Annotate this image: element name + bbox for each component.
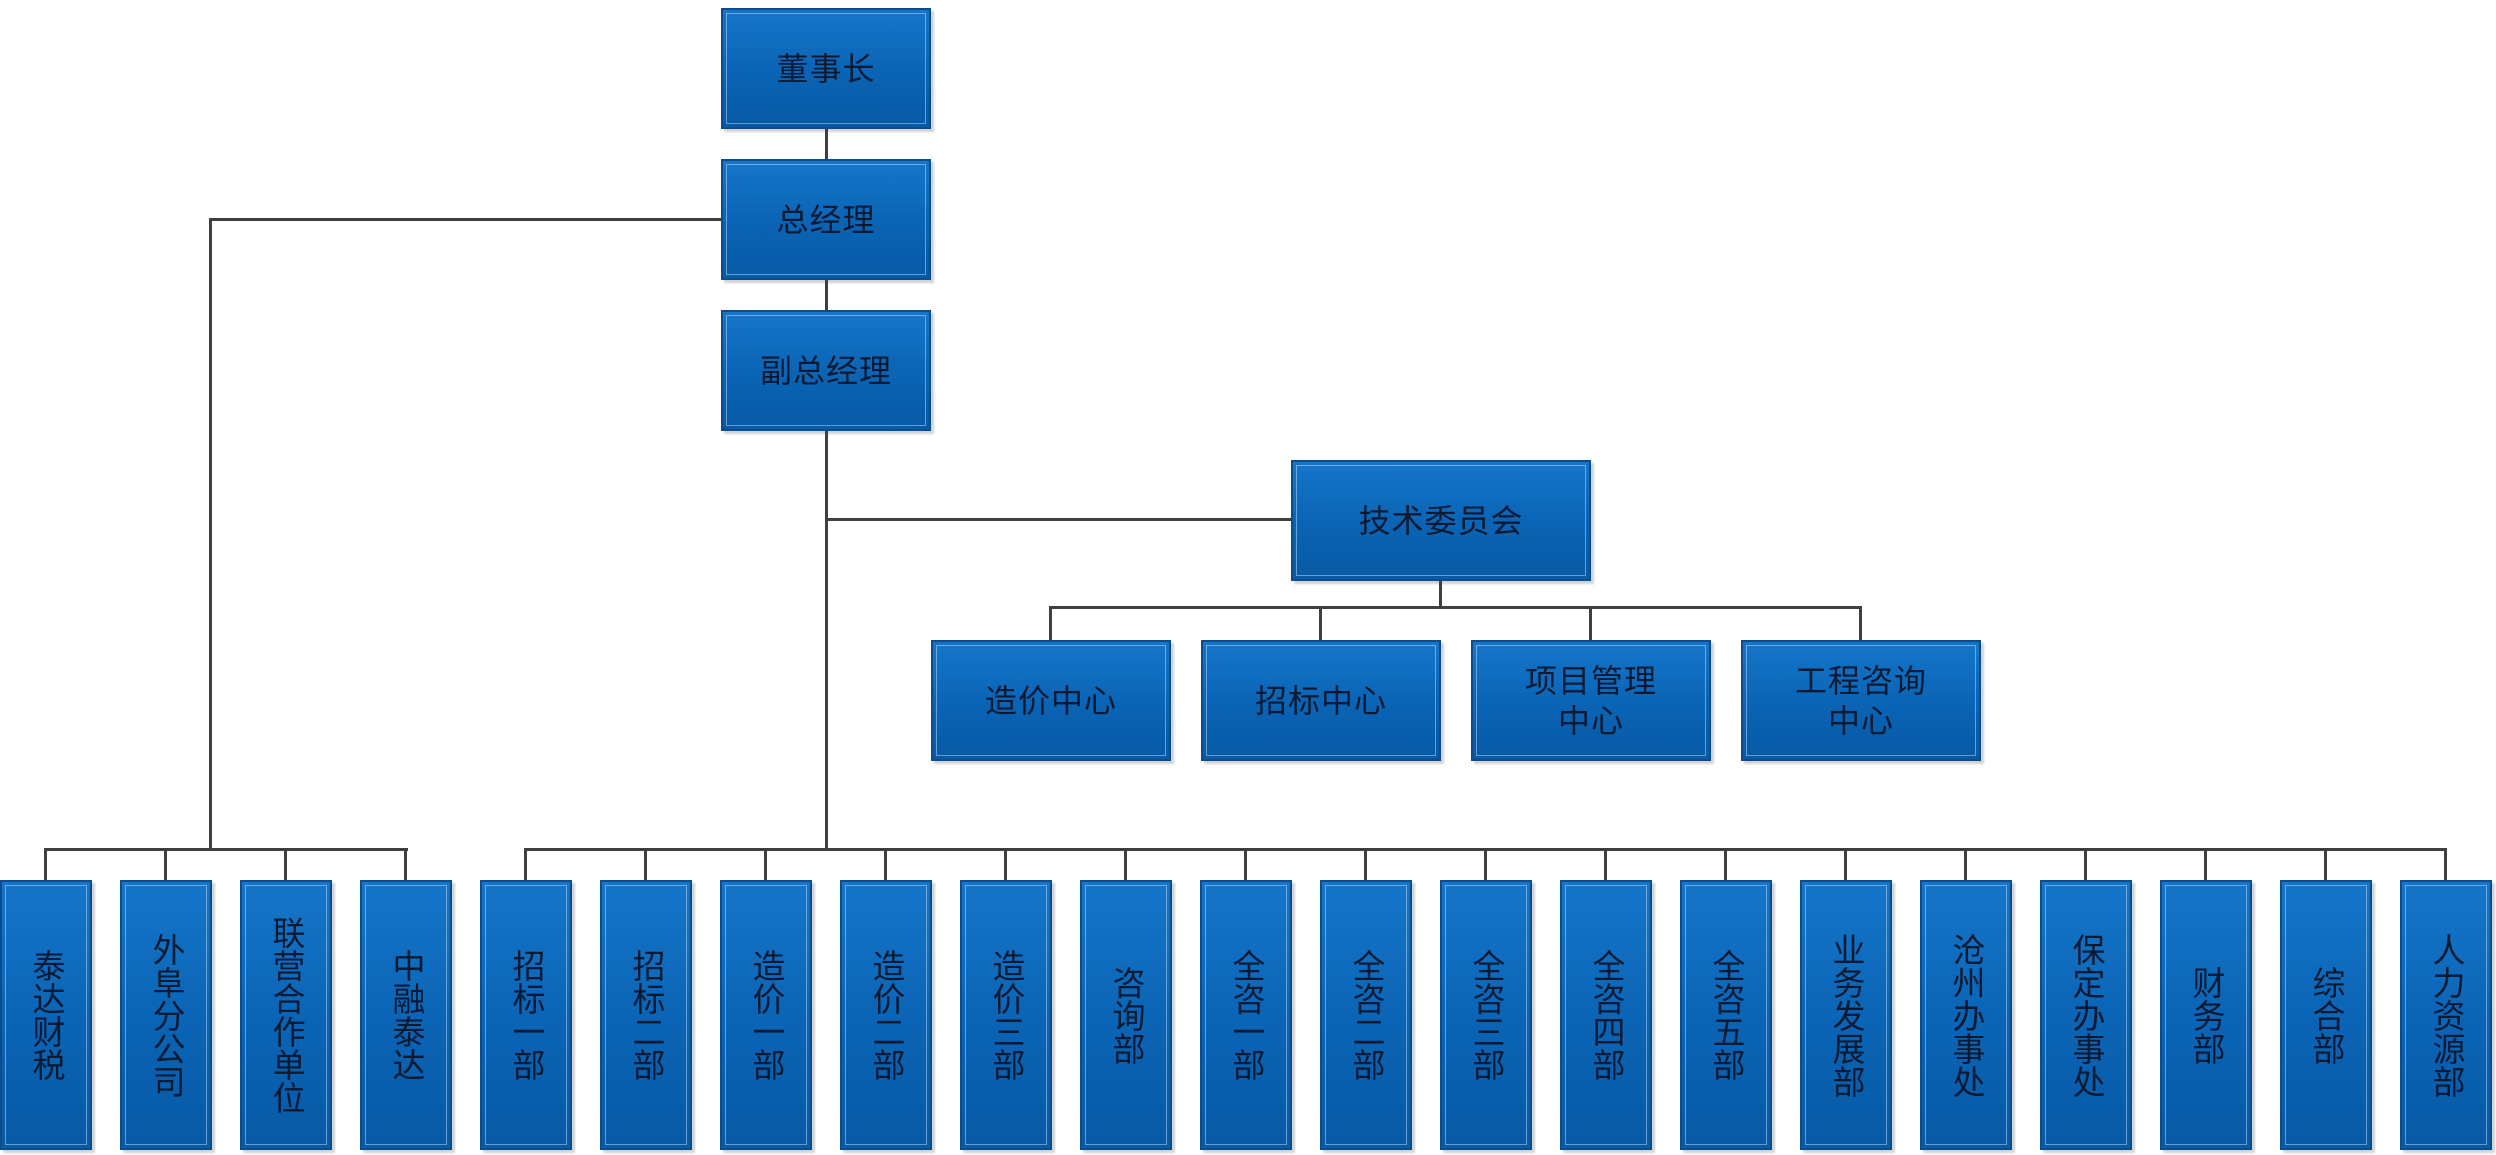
connector-line	[1364, 848, 1367, 880]
branch-box[interactable]: 联营合作单位	[240, 880, 332, 1150]
center-box-engineering-consulting[interactable]: 工程咨询中心	[1741, 640, 1981, 761]
department-box[interactable]: 造价一部	[720, 880, 812, 1150]
deputy-general-manager-box[interactable]: 副总经理	[721, 310, 931, 431]
connector-line	[1859, 606, 1862, 640]
connector-line	[1244, 848, 1247, 880]
department-box[interactable]: 财务部	[2160, 880, 2252, 1150]
connector-line	[825, 280, 828, 310]
connector-line	[44, 848, 408, 851]
connector-line	[404, 848, 407, 880]
connector-line	[825, 518, 1291, 521]
branch-box[interactable]: 外阜分公司	[120, 880, 212, 1150]
department-box[interactable]: 造价三部	[960, 880, 1052, 1150]
department-box[interactable]: 全咨五部	[1680, 880, 1772, 1150]
center-box-bidding[interactable]: 招标中心	[1201, 640, 1441, 761]
department-box[interactable]: 造价二部	[840, 880, 932, 1150]
connector-line	[1724, 848, 1727, 880]
department-box[interactable]: 招标一部	[480, 880, 572, 1150]
department-box[interactable]: 综合部	[2280, 880, 2372, 1150]
connector-line	[1319, 606, 1322, 640]
connector-line	[1844, 848, 1847, 880]
department-box[interactable]: 全咨二部	[1320, 880, 1412, 1150]
connector-line	[644, 848, 647, 880]
connector-line	[2084, 848, 2087, 880]
technical-committee-box[interactable]: 技术委员会	[1291, 460, 1591, 581]
connector-line	[209, 218, 721, 221]
connector-line	[1439, 581, 1442, 608]
department-box[interactable]: 人力资源部	[2400, 880, 2492, 1150]
connector-line	[1604, 848, 1607, 880]
department-box[interactable]: 招标二部	[600, 880, 692, 1150]
connector-line	[1049, 606, 1862, 609]
connector-line	[2324, 848, 2327, 880]
department-box[interactable]: 全咨一部	[1200, 880, 1292, 1150]
connector-line	[825, 129, 828, 159]
connector-line	[1049, 606, 1052, 640]
center-label: 工程咨询中心	[1794, 661, 1927, 740]
connector-line	[825, 431, 828, 850]
connector-line	[764, 848, 767, 880]
department-box[interactable]: 咨询部	[1080, 880, 1172, 1150]
department-box[interactable]: 全咨三部	[1440, 880, 1532, 1150]
connector-line	[2204, 848, 2207, 880]
connector-line	[44, 848, 47, 880]
connector-line	[1589, 606, 1592, 640]
connector-line	[164, 848, 167, 880]
center-box-project-management[interactable]: 项目管理中心	[1471, 640, 1711, 761]
connector-line	[1004, 848, 1007, 880]
connector-line	[1964, 848, 1967, 880]
connector-line	[2444, 848, 2447, 880]
department-box[interactable]: 沧州办事处	[1920, 880, 2012, 1150]
center-box-cost[interactable]: 造价中心	[931, 640, 1171, 761]
general-manager-box[interactable]: 总经理	[721, 159, 931, 280]
branch-box[interactable]: 中融泰达	[360, 880, 452, 1150]
connector-line	[884, 848, 887, 880]
department-box[interactable]: 全咨四部	[1560, 880, 1652, 1150]
department-box[interactable]: 业务发展部	[1800, 880, 1892, 1150]
connector-line	[209, 218, 212, 850]
connector-line	[1124, 848, 1127, 880]
branch-box[interactable]: 泰达财税	[0, 880, 92, 1150]
department-box[interactable]: 保定办事处	[2040, 880, 2132, 1150]
connector-line	[284, 848, 287, 880]
connector-line	[1484, 848, 1487, 880]
chairman-box[interactable]: 董事长	[721, 8, 931, 129]
connector-line	[524, 848, 527, 880]
center-label: 项目管理中心	[1524, 661, 1657, 740]
